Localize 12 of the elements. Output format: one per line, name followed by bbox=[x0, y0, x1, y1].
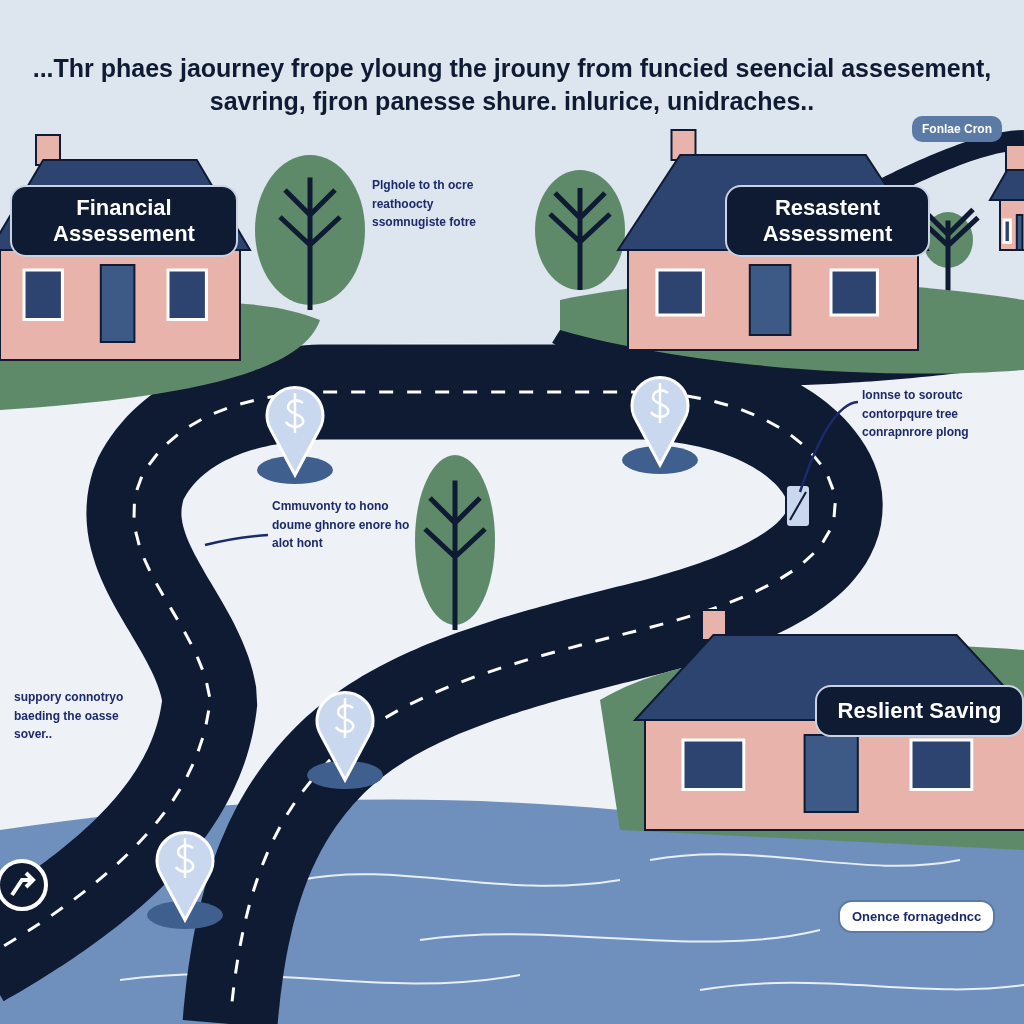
tag: Fonlae Cron bbox=[912, 116, 1002, 142]
leader-line bbox=[798, 400, 859, 493]
leader-line bbox=[204, 533, 269, 547]
note-text: Plghole to th ocre reathoocty ssomnugiste fotre bbox=[372, 177, 477, 232]
stage-label: Resastent Assessment bbox=[725, 185, 930, 257]
note-text: suppory connotryo baeding the oasse sover.. bbox=[14, 689, 125, 744]
stage-label: Financial Assessement bbox=[10, 185, 238, 257]
stage-label: Reslient Saving bbox=[815, 685, 1024, 737]
note-text: lonnse to soroutc contorpqure tree conrapnrore plong bbox=[862, 386, 1024, 456]
note-text: Cmmuvonty to hono doume ghnore enore ho alot hont bbox=[272, 497, 410, 597]
title: ...Thr phaes jaourney frope yloung the jrouny from funcied seencial assesement, savring, fjron panesse shure. inlurice, unidraches.. bbox=[31, 53, 993, 117]
tag: Onence fornagedncc bbox=[838, 900, 996, 933]
